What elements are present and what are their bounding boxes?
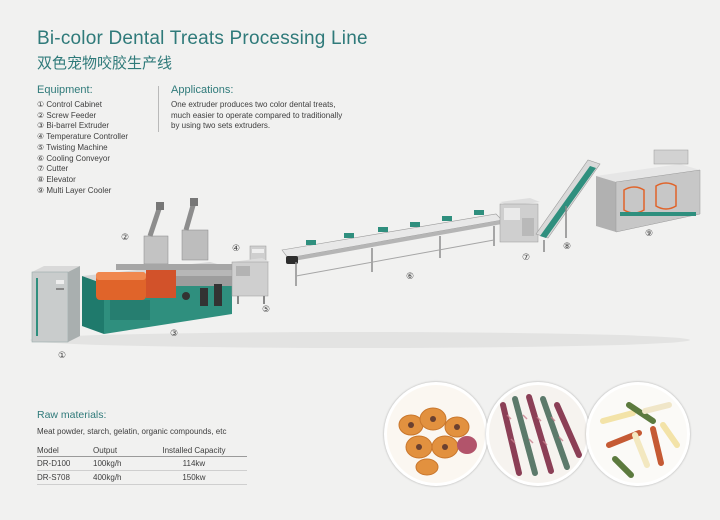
product-photo-round-treats — [384, 382, 488, 486]
applications-section: Applications: One extruder produces two … — [171, 84, 361, 132]
equipment-item: ⑥ Cooling Conveyor — [37, 153, 110, 163]
multi-layer-cooler — [596, 149, 701, 233]
bi-barrel-extruder — [82, 262, 232, 334]
station-label-4: ④ — [232, 243, 241, 253]
header-output: Output — [93, 445, 141, 457]
cutter — [499, 198, 540, 243]
station-label-7: ⑦ — [522, 252, 531, 262]
equipment-list: ① Control Cabinet ② Screw Feeder ③ Bi-ba… — [37, 100, 177, 196]
station-label-5: ⑤ — [262, 304, 271, 314]
station-label-9: ⑨ — [645, 228, 654, 238]
cell-capacity: 114kw — [140, 456, 247, 471]
control-cabinet — [31, 266, 80, 343]
equipment-section: Equipment: ① Control Cabinet ② Screw Fee… — [37, 84, 177, 196]
applications-line: much easier to operate compared to tradi… — [171, 110, 343, 120]
equipment-heading: Equipment: — [37, 84, 93, 96]
specification-table: Model Output Installed Capacity DR-D100 … — [37, 445, 247, 485]
section-divider — [158, 86, 159, 132]
equipment-item: ⑦ Cutter — [37, 164, 69, 174]
table-row: DR-D100 100kg/h 114kw — [37, 456, 247, 471]
cooling-conveyor — [281, 210, 503, 286]
raw-materials-text: Meat powder, starch, gelatin, organic co… — [37, 427, 227, 436]
table-header-row: Model Output Installed Capacity — [37, 445, 247, 457]
cell-output: 400kg/h — [93, 470, 141, 485]
equipment-item: ③ Bi-barrel Extruder — [37, 121, 110, 131]
temperature-controller — [249, 245, 267, 261]
product-photo-twisted-sticks — [486, 382, 590, 486]
raw-materials-heading: Raw materials: — [37, 409, 107, 421]
applications-heading: Applications: — [171, 84, 234, 96]
cell-output: 100kg/h — [93, 456, 141, 471]
header-capacity: Installed Capacity — [140, 445, 247, 457]
product-photo-spiral-treats — [586, 382, 690, 486]
table-row: DR-S708 400kg/h 150kw — [37, 470, 247, 485]
header-model: Model — [37, 445, 94, 457]
page-title: Bi-color Dental Treats Processing Line — [37, 28, 368, 49]
equipment-item: ① Control Cabinet — [37, 100, 102, 109]
equipment-item: ⑨ Multi Layer Cooler — [37, 185, 112, 195]
cell-model: DR-D100 — [37, 456, 94, 471]
raw-materials-section: Raw materials: Meat powder, starch, gela… — [37, 409, 267, 436]
twisting-machine — [231, 258, 270, 304]
equipment-item: ④ Temperature Controller — [37, 132, 129, 142]
station-label-2: ② — [121, 232, 130, 242]
station-label-8: ⑧ — [563, 241, 572, 251]
equipment-item: ⑤ Twisting Machine — [37, 142, 108, 152]
elevator — [535, 159, 601, 252]
page-title-chinese: 双色宠物咬胶生产线 — [37, 54, 173, 72]
equipment-item: ② Screw Feeder — [37, 110, 97, 120]
cell-capacity: 150kw — [140, 470, 247, 485]
applications-line: by using two sets extruders. — [171, 121, 271, 130]
station-label-1: ① — [58, 350, 67, 360]
cell-model: DR-S708 — [37, 470, 94, 485]
applications-line: One extruder produces two color dental t… — [171, 100, 336, 109]
station-label-3: ③ — [170, 328, 179, 338]
screw-feeder — [116, 198, 236, 270]
station-label-6: ⑥ — [406, 271, 415, 281]
equipment-item: ⑧ Elevator — [37, 174, 76, 184]
production-line-illustration — [30, 149, 701, 348]
